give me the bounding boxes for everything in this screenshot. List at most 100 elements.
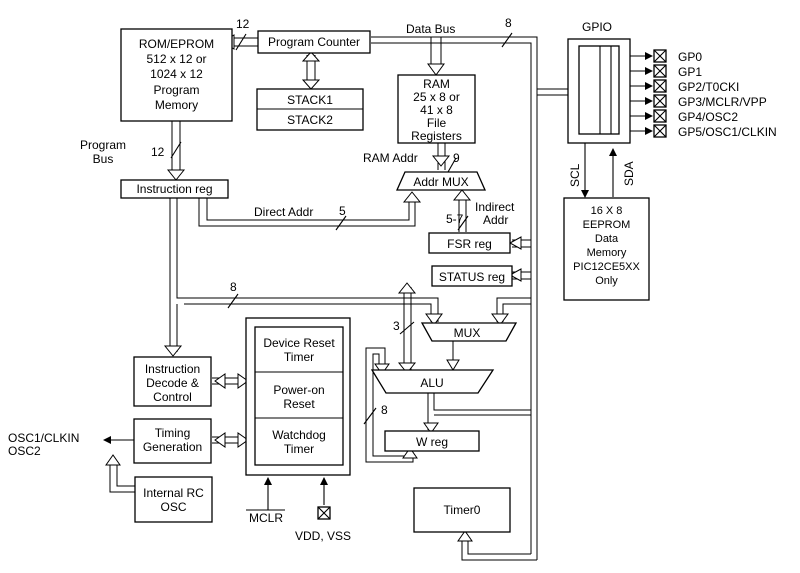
addr-mux: Addr MUX [395, 171, 487, 191]
pin-gp0: GP0 [653, 49, 702, 64]
pin-gp3: GP3/MCLR/VPP [653, 94, 767, 109]
osc1-clkin-label: OSC1/CLKIN [8, 431, 79, 445]
reset-watchdog-block: Device Reset Timer Power-on Reset Watchd… [245, 317, 351, 476]
width-direct-addr: 5 [339, 204, 346, 218]
internal-rc-line-2: OSC [160, 500, 186, 514]
fsr-register: FSR reg [428, 232, 511, 254]
ram-line-3: 41 x 8 [420, 103, 453, 117]
pin-gp5-label: GP5/OSC1/CLKIN [678, 125, 777, 139]
decode-line-2: Decode & [146, 376, 199, 390]
rom-line-5: Memory [155, 98, 198, 112]
sda-label: SDA [622, 161, 636, 186]
pin-gp2: GP2/T0CKI [653, 79, 739, 94]
width-ireg-mux: 8 [230, 280, 237, 294]
device-reset-line-2: Timer [284, 350, 314, 364]
eeprom-line-5: PIC12CE5XX [573, 261, 640, 273]
status-register: STATUS reg [431, 265, 513, 287]
timing-line-2: Generation [143, 440, 202, 454]
mux: MUX [420, 322, 518, 342]
pin-gp4-label: GP4/OSC2 [678, 110, 738, 124]
vdd-vss-pin [317, 506, 331, 520]
bus-width-ticks [170, 32, 513, 425]
indirect-addr-label-2: Addr [483, 213, 508, 227]
gpio-label: GPIO [582, 20, 612, 34]
rom-line-2: 512 x 12 or [146, 52, 206, 66]
ram-line-4: File [427, 116, 447, 130]
ram-file-registers: RAM 25 x 8 or 41 x 8 File Registers [397, 74, 476, 144]
program-bus-label-2: Bus [93, 152, 114, 166]
width-ram-addr: 9 [453, 151, 460, 165]
pin-gp0-label: GP0 [678, 50, 702, 64]
vdd-vss-label: VDD, VSS [295, 529, 351, 543]
direct-addr-label: Direct Addr [254, 205, 313, 219]
power-on-line-2: Reset [283, 397, 315, 411]
addr-mux-label: Addr MUX [413, 175, 468, 189]
width-data-bus: 8 [505, 16, 512, 30]
ram-line-5: Registers [411, 129, 462, 143]
pin-gp1-label: GP1 [678, 65, 702, 79]
decode-line-1: Instruction [145, 362, 200, 376]
pin-gp5: GP5/OSC1/CLKIN [653, 124, 777, 139]
gpio-block: GPIO [567, 20, 631, 144]
eeprom-line-3: Data [595, 233, 619, 245]
pin-gp3-label: GP3/MCLR/VPP [678, 95, 767, 109]
eeprom-line-2: EEPROM [583, 219, 631, 231]
w-reg-label: W reg [416, 435, 448, 449]
bus-wiring [109, 36, 568, 561]
bus-width-labels: 12 8 12 9 5 5-7 8 3 8 [151, 16, 512, 417]
rom-line-4: Program [153, 83, 199, 97]
eeprom-line-6: Only [595, 275, 618, 287]
watchdog-line-1: Watchdog [272, 428, 326, 442]
decode-line-3: Control [153, 390, 192, 404]
eeprom-line-4: Memory [587, 247, 627, 259]
timer0-block: Timer0 [413, 487, 511, 533]
timing-line-1: Timing [155, 426, 191, 440]
program-counter: Program Counter [257, 30, 371, 54]
ram-line-2: 25 x 8 or [413, 90, 460, 104]
width-w-loop: 8 [381, 403, 388, 417]
width-status-alu: 3 [393, 319, 400, 333]
mclr-label: MCLR [249, 511, 283, 525]
instruction-register: Instruction reg [120, 179, 229, 199]
status-reg-label: STATUS reg [439, 270, 505, 284]
width-indirect-addr: 5-7 [446, 212, 464, 226]
width-rom-pc: 12 [236, 17, 250, 31]
instruction-decode-control: Instruction Decode & Control [133, 356, 212, 407]
stack: STACK1 STACK2 [256, 88, 364, 131]
eeprom-line-1: 16 X 8 [591, 205, 623, 217]
timer0-label: Timer0 [444, 503, 481, 517]
ram-line-1: RAM [423, 77, 450, 91]
data-bus-label: Data Bus [406, 22, 455, 36]
device-reset-line-1: Device Reset [263, 336, 335, 350]
gpio-pins: GP0 GP1 GP2/T0CKI GP3/MCLR/VPP GP4/OSC2 … [653, 49, 777, 139]
scl-label: SCL [568, 163, 582, 187]
signal-wiring [103, 52, 653, 510]
diagram-labels: Data Bus Program Bus Direct Addr RAM Add… [8, 22, 636, 543]
pin-gp2-label: GP2/T0CKI [678, 80, 739, 94]
alu: ALU [370, 369, 495, 394]
rom-line-3: 1024 x 12 [150, 67, 203, 81]
w-register: W reg [384, 430, 480, 452]
stack2-label: STACK2 [287, 113, 333, 127]
stack1-label: STACK1 [287, 93, 333, 107]
pin-gp1: GP1 [653, 64, 702, 79]
ram-addr-label: RAM Addr [363, 151, 418, 165]
indirect-addr-label-1: Indirect [475, 200, 515, 214]
eeprom-block: 16 X 8 EEPROM Data Memory PIC12CE5XX Onl… [563, 197, 650, 301]
osc2-label: OSC2 [8, 444, 41, 458]
fsr-reg-label: FSR reg [447, 237, 492, 251]
program-counter-label: Program Counter [268, 35, 360, 49]
rom-program-memory: ROM/EPROM 512 x 12 or 1024 x 12 Program … [120, 28, 233, 122]
program-bus-label-1: Program [80, 138, 126, 152]
alu-label: ALU [420, 376, 443, 390]
watchdog-line-2: Timer [284, 442, 314, 456]
timing-generation: Timing Generation [133, 418, 212, 464]
internal-rc-osc: Internal RC OSC [134, 476, 213, 523]
width-program-bus: 12 [151, 145, 165, 159]
power-on-line-1: Power-on [273, 383, 324, 397]
mux-label: MUX [454, 326, 481, 340]
pin-gp4: GP4/OSC2 [653, 109, 738, 124]
rom-line-1: ROM/EPROM [139, 37, 214, 51]
